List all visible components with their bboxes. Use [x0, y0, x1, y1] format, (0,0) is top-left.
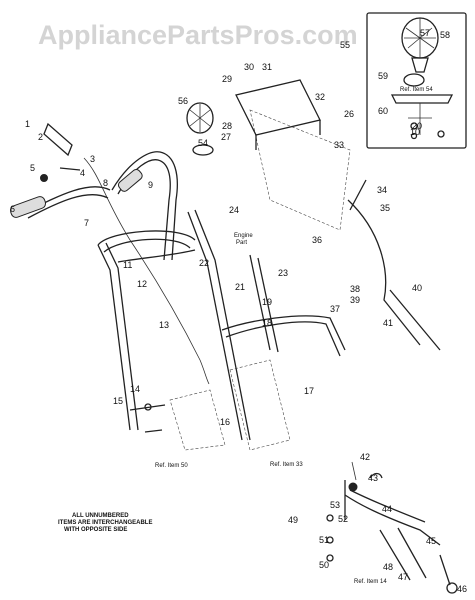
- callout: 41: [383, 318, 393, 328]
- callout: 44: [382, 504, 392, 514]
- callout: 47: [398, 572, 408, 582]
- callout: 7: [84, 218, 89, 228]
- callout: 24: [229, 205, 239, 215]
- callout: 11: [123, 260, 132, 270]
- ref-item-14: Ref. Item 14: [354, 579, 387, 585]
- callout: 10: [410, 127, 420, 137]
- callout: 27: [221, 132, 231, 142]
- callout: 26: [344, 109, 354, 119]
- callout: 13: [159, 320, 169, 330]
- ref-item-50: Ref. Item 50: [155, 463, 188, 469]
- headlight-inset: [366, 12, 467, 149]
- callout: 12: [137, 279, 147, 289]
- callout: 42: [360, 452, 370, 462]
- watermark: AppliancePartsPros.com: [38, 20, 358, 50]
- interchangeable-note: ITEMS ARE INTERCHANGEABLE: [58, 520, 152, 526]
- callout: 30: [244, 62, 254, 72]
- callout: 29: [222, 74, 232, 84]
- engine-part-label: Engine: [234, 233, 253, 239]
- callout: 17: [304, 386, 314, 396]
- callout: 54: [198, 138, 208, 148]
- callout: 58: [440, 30, 450, 40]
- callout: 14: [130, 384, 140, 394]
- callout: 55: [340, 40, 350, 50]
- callout: 45: [426, 536, 436, 546]
- callout: 1: [25, 119, 30, 129]
- interchangeable-note: ALL UNNUMBERED: [72, 513, 129, 519]
- callout: 28: [222, 121, 232, 131]
- callout: 16: [220, 417, 230, 427]
- handle-assembly: [9, 79, 458, 594]
- interchangeable-note: WITH OPPOSITE SIDE: [64, 527, 127, 533]
- callout: 57: [420, 28, 430, 38]
- callout: 51: [319, 535, 329, 545]
- callout: 23: [278, 268, 288, 278]
- callout: 3: [90, 154, 95, 164]
- ref-item-33: Ref. Item 33: [270, 462, 303, 468]
- callout: 31: [262, 62, 272, 72]
- callout: 59: [378, 71, 388, 81]
- callout: 52: [338, 514, 348, 524]
- callout: 15: [113, 396, 123, 406]
- ref-item-54: Ref. Item 54: [400, 87, 433, 93]
- callout: 19: [262, 297, 272, 307]
- callout: 43: [368, 473, 378, 483]
- callout: 46: [457, 584, 467, 594]
- callout: 60: [378, 106, 388, 116]
- callout: 38: [350, 284, 360, 294]
- callout: 6: [10, 204, 15, 214]
- callout: 22: [199, 258, 209, 268]
- callout: 40: [412, 283, 422, 293]
- callout: 33: [334, 140, 344, 150]
- callout: 2: [38, 132, 43, 142]
- callout: 20: [412, 121, 422, 131]
- callout: 56: [178, 96, 188, 106]
- callout: 49: [288, 515, 298, 525]
- callout: 9: [148, 180, 153, 190]
- callout: 48: [383, 562, 393, 572]
- callout: 21: [235, 282, 245, 292]
- callout: 39: [350, 295, 360, 305]
- callout: 35: [380, 203, 390, 213]
- callout: 32: [315, 92, 325, 102]
- callout: 37: [330, 304, 340, 314]
- callout: 36: [312, 235, 322, 245]
- callout: 4: [80, 168, 85, 178]
- engine-part-label: Part: [236, 240, 247, 246]
- callout: 50: [319, 560, 329, 570]
- callouts: 1 2 3 4 5 6 7 8 9 10 11 12 13 14 15 16 1…: [10, 28, 467, 594]
- callout: 5: [30, 163, 35, 173]
- callout: 18: [262, 318, 272, 328]
- callout: 8: [103, 178, 108, 188]
- callout: 53: [330, 500, 340, 510]
- callout: 34: [377, 185, 387, 195]
